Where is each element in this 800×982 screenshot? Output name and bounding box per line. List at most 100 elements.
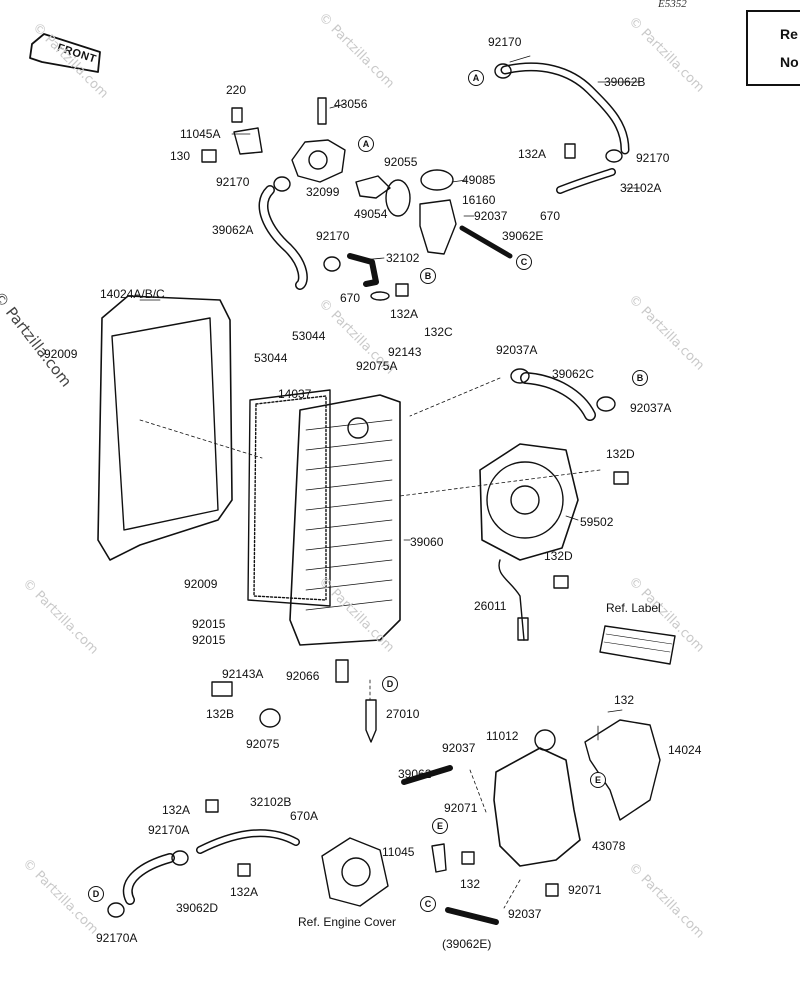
- part-label: 92071: [568, 883, 602, 897]
- part-label: 92009: [184, 577, 218, 591]
- radiator-inlet: [347, 417, 369, 439]
- diagram-code: E5352: [658, 0, 687, 10]
- callout-c: C: [516, 254, 532, 270]
- part-label: 92170: [488, 35, 522, 49]
- part-label: 92143A: [222, 667, 264, 681]
- part-label: 92037A: [630, 401, 672, 415]
- part-label: 32099: [306, 185, 340, 199]
- overflow-tube-39062e: [459, 225, 513, 259]
- part-label: 53044: [292, 329, 326, 343]
- thermostat-49054: [355, 175, 391, 199]
- reference-text-line1: Re: [780, 26, 798, 42]
- part-label: 132: [614, 693, 635, 707]
- part-label: 92009: [44, 347, 78, 361]
- cap-92066: [335, 659, 349, 683]
- clamp-92170-mid: [323, 256, 341, 272]
- part-label: 132B: [206, 707, 235, 721]
- grommet-92075: [259, 708, 281, 728]
- part-label: 39062A: [212, 223, 254, 237]
- bolt-132d-b: [553, 575, 569, 589]
- clamp-92170-left: [273, 176, 291, 192]
- callout-a: A: [358, 136, 374, 152]
- part-label: 16160: [462, 193, 496, 207]
- part-label: 92075: [246, 737, 280, 751]
- part-label: 92071: [444, 801, 478, 815]
- part-label: 14024: [668, 743, 702, 757]
- part-label: 92015: [192, 617, 226, 631]
- reservoir-cover-14024: [584, 719, 661, 821]
- part-label: 670: [340, 291, 361, 305]
- part-label: 132D: [544, 549, 573, 563]
- hose-39062: [401, 765, 453, 785]
- callout-b: B: [632, 370, 648, 386]
- radiator-screen-14037: [247, 389, 331, 607]
- callout-d: D: [382, 676, 398, 692]
- part-label: 92055: [384, 155, 418, 169]
- callout-e: E: [590, 772, 606, 788]
- bracket-11045: [431, 843, 447, 873]
- reservoir-cap-11012: [534, 729, 556, 751]
- part-label: 92170A: [96, 931, 138, 945]
- grommet-92071-b: [545, 883, 559, 897]
- part-label: 92170: [216, 175, 250, 189]
- bolt-132a-mid: [395, 283, 409, 297]
- part-label: 132A: [162, 803, 191, 817]
- callout-b: B: [420, 268, 436, 284]
- part-label: 132A: [390, 307, 419, 321]
- part-label: 92066: [286, 669, 320, 683]
- part-label: 32102A: [620, 181, 662, 195]
- ref-label-sticker: [599, 625, 676, 665]
- thermostat-housing-32099: [291, 139, 346, 183]
- part-label: 92037: [508, 907, 542, 921]
- clamp-92037a-b: [596, 396, 616, 412]
- clamp-92170-right: [605, 149, 623, 163]
- radiator-cap-49085: [420, 169, 454, 191]
- part-label: 92037: [474, 209, 508, 223]
- part-label: 132D: [606, 447, 635, 461]
- front-arrow-icon: [29, 33, 101, 73]
- bolt-132a-top-right: [564, 143, 576, 159]
- reference-box: Re No: [746, 10, 800, 86]
- connector-26011: [517, 617, 529, 641]
- part-label: 26011: [474, 599, 507, 613]
- clamp-92170-top: [494, 63, 512, 79]
- bolt-130: [201, 149, 217, 163]
- part-label: 39062C: [552, 367, 595, 381]
- part-label: 92015: [192, 633, 226, 647]
- part-label: 92170: [316, 229, 350, 243]
- part-label: 53044: [254, 351, 288, 365]
- part-label: 670A: [290, 809, 319, 823]
- part-label: 43078: [592, 839, 626, 853]
- part-label: (39062E): [442, 937, 492, 951]
- part-label: 132A: [518, 147, 547, 161]
- clamp-92037a-a: [510, 368, 530, 384]
- clamp-92170a-a: [171, 850, 189, 866]
- part-label: 11045A: [180, 127, 221, 141]
- hose-39062a: [258, 185, 308, 290]
- part-label: 132C: [424, 325, 453, 339]
- fan-assembly-59502: [479, 443, 579, 561]
- bracket-11045a-top: [233, 127, 263, 155]
- part-label: 49054: [354, 207, 388, 221]
- part-label: 32102: [386, 251, 420, 265]
- part-label: 59502: [580, 515, 614, 529]
- part-label: 14037: [278, 387, 312, 401]
- part-label: 11012: [486, 729, 519, 743]
- collar-92143a: [211, 681, 233, 697]
- part-label: 32102B: [250, 795, 292, 809]
- radiator-shroud-14024abc: [97, 295, 233, 561]
- overflow-hose-39062e-lower: [445, 907, 499, 925]
- part-label: 39062D: [176, 901, 219, 915]
- radiator-39060: [289, 394, 401, 646]
- part-label: 92170A: [148, 823, 190, 837]
- part-label: 43056: [334, 97, 368, 111]
- engine-cover-ref: [321, 837, 389, 907]
- part-label: Ref. Engine Cover: [298, 915, 397, 929]
- part-label: 92170: [636, 151, 670, 165]
- part-label: 49085: [462, 173, 496, 187]
- bolt-132-bot: [461, 851, 475, 865]
- part-label: Ref. Label: [606, 601, 661, 615]
- reservoir-tank-43078: [493, 747, 581, 867]
- bolt-132a-bot: [237, 863, 251, 877]
